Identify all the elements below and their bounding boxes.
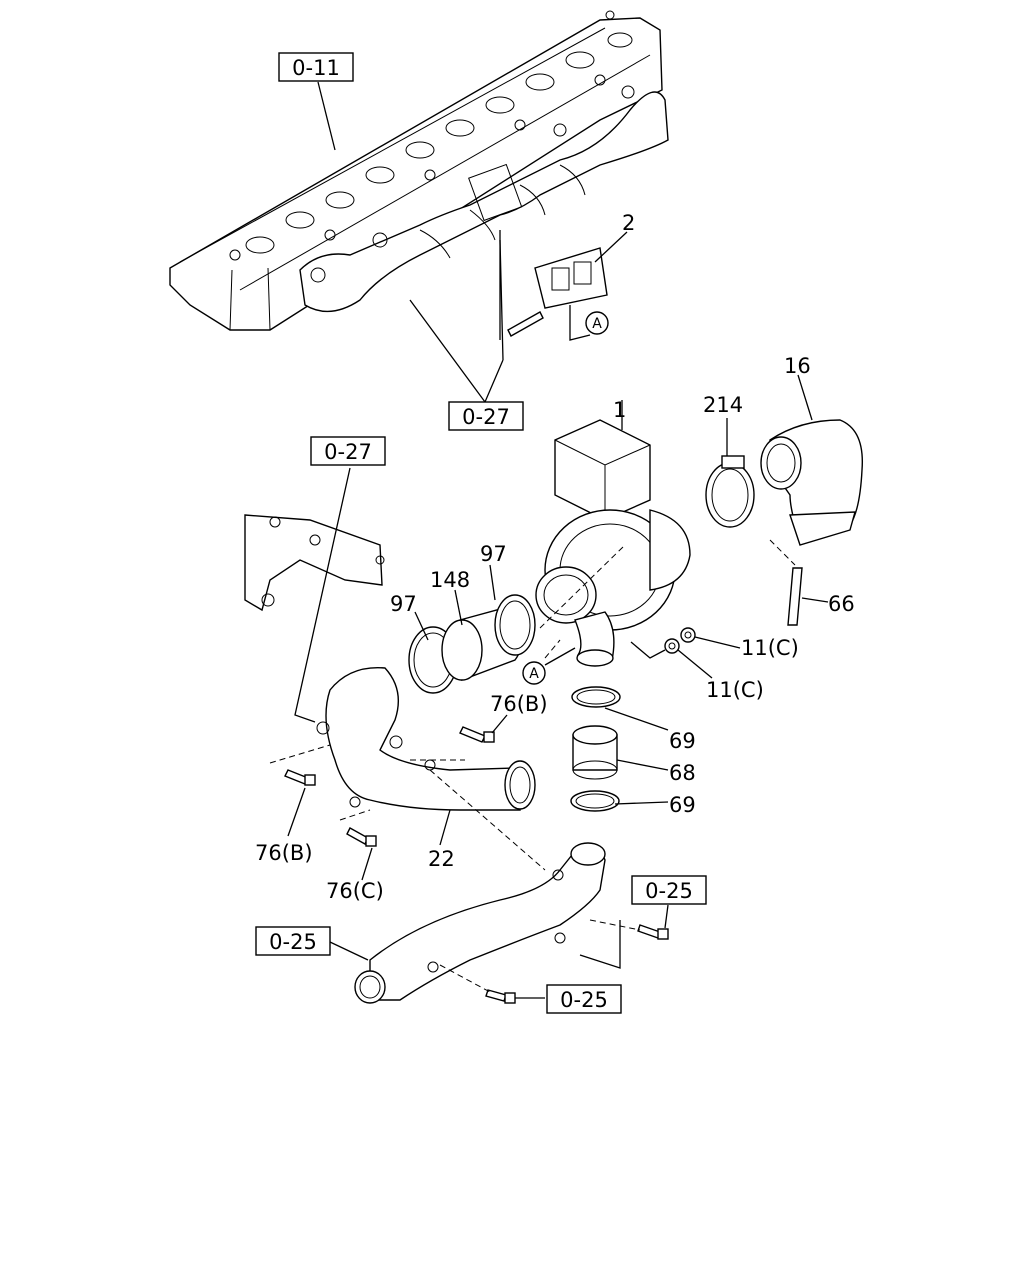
turbocharger <box>535 419 691 667</box>
exhaust-manifold <box>299 85 669 313</box>
svg-text:0-25: 0-25 <box>269 930 317 954</box>
marker-a-lower: A <box>522 661 546 685</box>
clamp-69-lower <box>570 790 620 812</box>
ref-box-0-11[interactable]: 0-11 <box>278 52 354 82</box>
clamp-97-right <box>494 594 536 656</box>
ref-box-0-25-left[interactable]: 0-25 <box>255 926 331 956</box>
nut-11c-lower <box>664 638 680 654</box>
svg-text:0-27: 0-27 <box>462 405 510 429</box>
leader-lines <box>269 81 829 999</box>
svg-text:0-25: 0-25 <box>560 988 608 1012</box>
bolt-76c <box>346 827 377 847</box>
lower-pipe <box>354 842 606 1004</box>
ref-box-0-25-right[interactable]: 0-25 <box>631 875 707 905</box>
ref-box-0-27-bracket[interactable]: 0-27 <box>310 436 386 466</box>
bracket <box>244 514 385 612</box>
callout-1: 1 <box>613 398 626 422</box>
callout-69-lower: 69 <box>669 793 696 817</box>
callout-66: 66 <box>828 592 855 616</box>
cylinder-head <box>169 10 663 331</box>
callout-2: 2 <box>622 211 635 235</box>
svg-text:A: A <box>529 666 539 682</box>
sleeve-68 <box>572 725 618 780</box>
pipe-22 <box>316 666 536 811</box>
callout-76b-lower: 76(B) <box>255 841 313 865</box>
callout-76b-upper: 76(B) <box>490 692 548 716</box>
clamp-69-upper <box>571 686 621 708</box>
callout-214: 214 <box>703 393 743 417</box>
callout-22: 22 <box>428 847 455 871</box>
svg-text:0-11: 0-11 <box>292 56 340 80</box>
clamp-214 <box>705 455 755 528</box>
callout-11c-lower: 11(C) <box>706 678 764 702</box>
manifold-stud <box>507 311 544 337</box>
svg-text:0-25: 0-25 <box>645 879 693 903</box>
callout-76c: 76(C) <box>326 879 384 903</box>
callout-16: 16 <box>784 354 811 378</box>
marker-a-upper: A <box>585 311 609 335</box>
callout-148: 148 <box>430 568 470 592</box>
stud-66 <box>787 567 803 626</box>
callout-97-right: 97 <box>480 542 507 566</box>
gasket-2 <box>534 247 608 309</box>
nut-11c-upper <box>680 627 696 643</box>
ref-box-0-27-top[interactable]: 0-27 <box>448 401 524 431</box>
elbow-16 <box>760 419 864 546</box>
svg-text:0-27: 0-27 <box>324 440 372 464</box>
callout-11c-upper: 11(C) <box>741 636 799 660</box>
callout-97-left: 97 <box>390 592 417 616</box>
bolt-lower-right <box>637 924 669 940</box>
svg-text:A: A <box>592 316 602 332</box>
callout-68: 68 <box>669 761 696 785</box>
bolt-76b-lower <box>284 769 316 786</box>
ref-box-0-25-bottom[interactable]: 0-25 <box>546 984 622 1014</box>
bolt-76b-upper <box>459 726 495 743</box>
bolt-lower-middle <box>485 989 516 1004</box>
callout-69-upper: 69 <box>669 729 696 753</box>
